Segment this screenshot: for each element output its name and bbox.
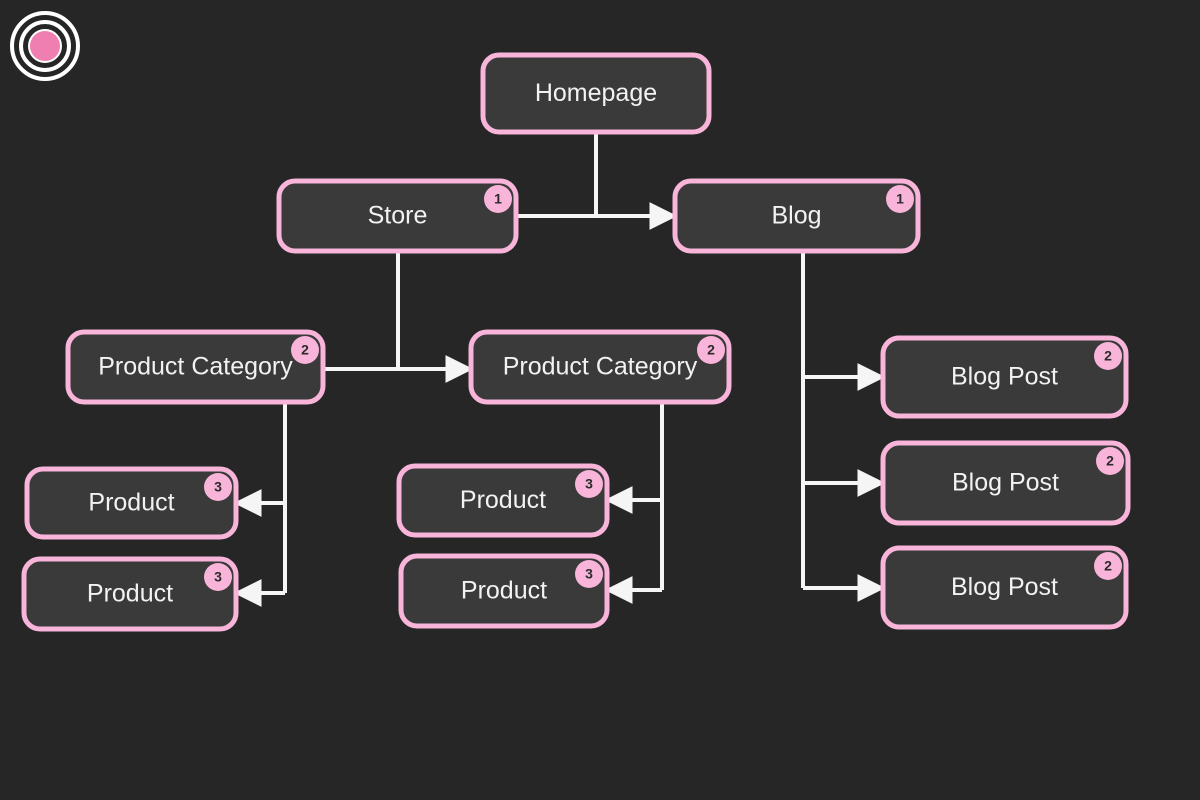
node-box [276,178,519,254]
node-badge: 3 [204,473,232,501]
node-box [880,335,1129,419]
node-product-mid-1[interactable]: Product 3 [396,463,610,538]
node-box [24,466,239,540]
node-badge: 1 [886,185,914,213]
node-box [672,178,921,254]
node-blog-post-1[interactable]: Blog Post 2 [880,335,1129,419]
node-badge-text: 1 [896,191,904,207]
node-badge-text: 2 [707,342,715,358]
node-blog-post-2[interactable]: Blog Post 2 [880,440,1131,526]
node-label: Blog Post [951,573,1058,601]
node-label: Product [461,577,547,605]
node-badge: 2 [1094,552,1122,580]
node-label: Blog Post [951,363,1058,391]
node-badge-text: 1 [494,191,502,207]
node-product-left-1[interactable]: Product 3 [24,466,239,540]
node-product-category-right[interactable]: Product Category 2 [468,329,732,405]
node-badge-text: 2 [1104,348,1112,364]
node-box [398,553,610,629]
node-box [21,556,239,632]
node-product-left-2[interactable]: Product 3 [21,556,239,632]
node-badge: 3 [575,470,603,498]
node-box [396,463,610,538]
node-label: Product Category [98,353,293,381]
logo-ring-2 [19,20,71,72]
node-label: Blog Post [952,469,1059,497]
node-badge: 2 [1096,447,1124,475]
node-label: Homepage [535,79,657,107]
node-badge: 2 [291,336,319,364]
node-label: Product [88,489,174,517]
node-homepage[interactable]: Homepage [480,52,712,135]
node-badge-text: 3 [585,566,593,582]
node-badge-text: 2 [1106,453,1114,469]
node-badge-text: 2 [301,342,309,358]
node-badge: 2 [1094,342,1122,370]
target-rings-logo [10,11,80,81]
node-box [880,440,1131,526]
logo-core [30,31,60,61]
node-label: Blog [771,202,821,230]
node-label: Product [87,580,173,608]
node-label: Product Category [503,353,698,381]
node-badge-text: 2 [1104,558,1112,574]
node-blog[interactable]: Blog 1 [672,178,921,254]
node-badge: 3 [204,563,232,591]
node-badge-text: 3 [214,479,222,495]
node-badge-text: 3 [585,476,593,492]
node-label: Store [368,202,428,230]
logo-ring-1 [10,11,80,81]
node-badge: 3 [575,560,603,588]
node-box [880,545,1129,630]
node-box [480,52,712,135]
node-badge-text: 3 [214,569,222,585]
node-store[interactable]: Store 1 [276,178,519,254]
node-product-category-left[interactable]: Product Category 2 [65,329,326,405]
node-badge: 1 [484,185,512,213]
node-box [468,329,732,405]
node-blog-post-3[interactable]: Blog Post 2 [880,545,1129,630]
node-label: Product [460,486,546,514]
node-box [65,329,326,405]
connector-layer [233,132,886,607]
node-badge: 2 [697,336,725,364]
node-product-mid-2[interactable]: Product 3 [398,553,610,629]
